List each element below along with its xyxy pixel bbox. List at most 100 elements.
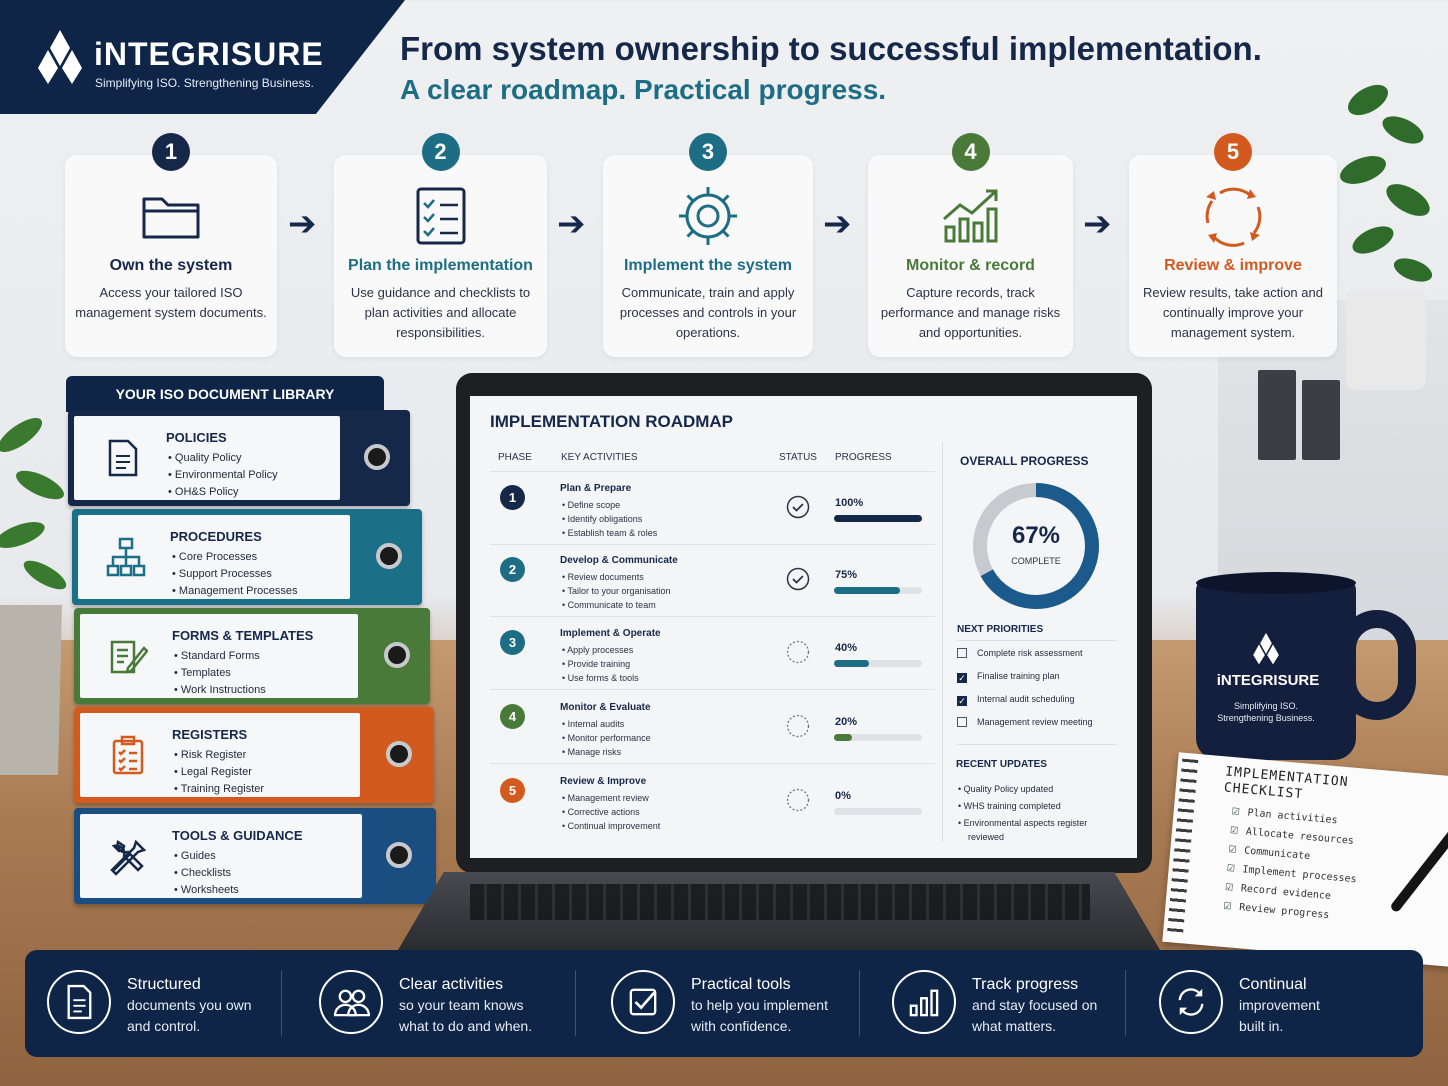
pending-circle-icon: [786, 640, 810, 664]
step-description: Review results, take action and continua…: [1143, 285, 1323, 340]
phase-number: 5: [500, 778, 525, 803]
checkbox-unchecked-icon[interactable]: [957, 717, 967, 727]
checkbox-checked-icon[interactable]: ✓: [957, 696, 967, 706]
binder-procedures[interactable]: PROCEDURES Core Processes Support Proces…: [72, 509, 422, 605]
binder-forms-templates[interactable]: FORMS & TEMPLATES Standard Forms Templat…: [74, 608, 430, 704]
phase-progress-label: 20%: [835, 716, 858, 728]
feature-text: Structured documents you own and control…: [127, 974, 252, 1037]
step-description: Communicate, train and apply processes a…: [619, 285, 797, 340]
arrow-right-icon: ➔: [1083, 205, 1112, 243]
binder-items: Risk Register Legal Register Training Re…: [174, 747, 264, 798]
activity-item: Internal audits: [562, 717, 651, 731]
tools-icon: [110, 839, 147, 876]
overall-progress-value: 67%: [1011, 522, 1061, 549]
priority-item[interactable]: ✓Internal audit scheduling: [957, 694, 1075, 706]
feature-line: and stay focused on: [972, 997, 1098, 1013]
binder-label: FORMS & TEMPLATES Standard Forms Templat…: [80, 614, 358, 698]
step-title: Review & improve: [1164, 257, 1302, 274]
binder-items: Quality Policy Environmental Policy OH&S…: [168, 450, 278, 501]
table-row[interactable]: 4 Monitor & Evaluate Internal audits Mon…: [490, 692, 935, 764]
binder-tools-guidance[interactable]: TOOLS & GUIDANCE Guides Checklists Works…: [74, 808, 436, 904]
phase-title: Plan & Prepare: [560, 483, 632, 494]
feature-title: Practical tools: [691, 976, 791, 993]
activity-item: Apply processes: [562, 643, 639, 657]
activity-item: Manage risks: [562, 745, 651, 759]
feature-title: Continual: [1239, 976, 1307, 993]
donut-arc: [973, 483, 1099, 609]
roadmap-screen: IMPLEMENTATION ROADMAP PHASE KEY ACTIVIT…: [470, 396, 1137, 858]
table-row[interactable]: 1 Plan & Prepare Define scope Identify o…: [490, 473, 935, 545]
gear-icon: [679, 187, 737, 245]
update-item: WHS training completed: [958, 799, 1108, 813]
binder-title: PROCEDURES: [170, 529, 262, 544]
feature-line: to help you implement: [691, 997, 828, 1013]
activity-item: Monitor performance: [562, 731, 651, 745]
phase-title: Review & Improve: [560, 776, 647, 787]
feature-line: built in.: [1239, 1018, 1284, 1034]
checkbox-unchecked-icon[interactable]: [957, 648, 967, 658]
plant-left-icon: [0, 417, 67, 775]
pending-circle-icon: [786, 788, 810, 812]
step-description: Capture records, track performance and m…: [880, 285, 1061, 340]
binder-label: REGISTERS Risk Register Legal Register T…: [80, 713, 360, 797]
step-card-monitor: 4 Monitor & record Capture records, trac…: [868, 133, 1073, 357]
feature-practical-tools: Practical tools to help you implement wi…: [611, 970, 861, 1036]
brand-name: iNTEGRISURE: [94, 36, 324, 72]
divider: [957, 640, 1117, 641]
binder-policies[interactable]: POLICIES Quality Policy Environmental Po…: [68, 410, 410, 506]
priority-item[interactable]: Complete risk assessment: [957, 648, 1083, 658]
feature-line: what matters.: [972, 1018, 1057, 1034]
binder-item: OH&S Policy: [168, 484, 278, 501]
step-number: 3: [689, 133, 727, 171]
roadmap-title: IMPLEMENTATION ROADMAP: [490, 412, 734, 431]
step-description: Access your tailored ISO management syst…: [75, 285, 267, 320]
feature-separator: [575, 970, 576, 1036]
mug-tagline: Simplifying ISO. Strengthening Business.: [1217, 701, 1315, 723]
feature-line: improvement: [1239, 997, 1320, 1013]
priority-item[interactable]: ✓Finalise training plan: [957, 671, 1060, 683]
form-edit-icon: [110, 640, 148, 674]
shelf-binder: [1258, 370, 1296, 460]
binder-label: TOOLS & GUIDANCE Guides Checklists Works…: [80, 814, 362, 898]
feature-line: what to do and when.: [399, 1018, 533, 1034]
pending-circle-icon: [786, 714, 810, 738]
phase-title: Implement & Operate: [560, 628, 661, 639]
binder-item: Management Processes: [172, 583, 298, 600]
document-icon: [47, 970, 111, 1034]
binder-ring: [364, 444, 390, 470]
checkbox-checked-icon[interactable]: ✓: [957, 673, 967, 683]
phase-number: 2: [500, 557, 525, 582]
checklist-icon: [416, 187, 465, 245]
table-row[interactable]: 5 Review & Improve Management review Cor…: [490, 766, 935, 838]
priority-item[interactable]: Management review meeting: [957, 717, 1093, 727]
phase-number: 3: [500, 630, 525, 655]
integrisure-logo-icon: [1253, 632, 1279, 665]
binder-item: Core Processes: [172, 549, 298, 566]
document-icon: [108, 439, 138, 477]
binder-title: TOOLS & GUIDANCE: [172, 828, 303, 843]
step-card-own: 1 Own the system Access your tailored IS…: [65, 133, 277, 357]
col-header-activities: KEY ACTIVITIES: [561, 452, 638, 463]
binder-items: Standard Forms Templates Work Instructio…: [174, 648, 266, 699]
activity-item: Review documents: [562, 570, 671, 584]
features-bar: Structured documents you own and control…: [25, 950, 1423, 1057]
binder-item: Environmental Policy: [168, 467, 278, 484]
checklist-items: Plan activities Allocate resources Commu…: [1223, 803, 1362, 928]
binder-items: Guides Checklists Worksheets: [174, 848, 239, 899]
progress-fill: [834, 734, 852, 741]
keyboard-keys: [470, 884, 1090, 920]
feature-text: Practical tools to help you implement wi…: [691, 974, 828, 1037]
table-row[interactable]: 3 Implement & Operate Apply processes Pr…: [490, 618, 935, 690]
binder-items: Core Processes Support Processes Managem…: [172, 549, 298, 600]
feature-separator: [281, 970, 282, 1036]
activity-item: Tailor to your organisation: [562, 584, 671, 598]
checklist-notebook: IMPLEMENTATION CHECKLIST Plan activities…: [1162, 752, 1448, 968]
mug-brand-name: iNTEGRISURE: [1216, 672, 1320, 689]
check-circle-icon: [786, 567, 810, 591]
refresh-icon: [1159, 970, 1223, 1034]
col-header-status: STATUS: [779, 452, 817, 463]
folder-icon: [142, 197, 200, 239]
priority-label: Management review meeting: [977, 717, 1093, 727]
table-row[interactable]: 2 Develop & Communicate Review documents…: [490, 545, 935, 617]
binder-registers[interactable]: REGISTERS Risk Register Legal Register T…: [74, 707, 434, 803]
